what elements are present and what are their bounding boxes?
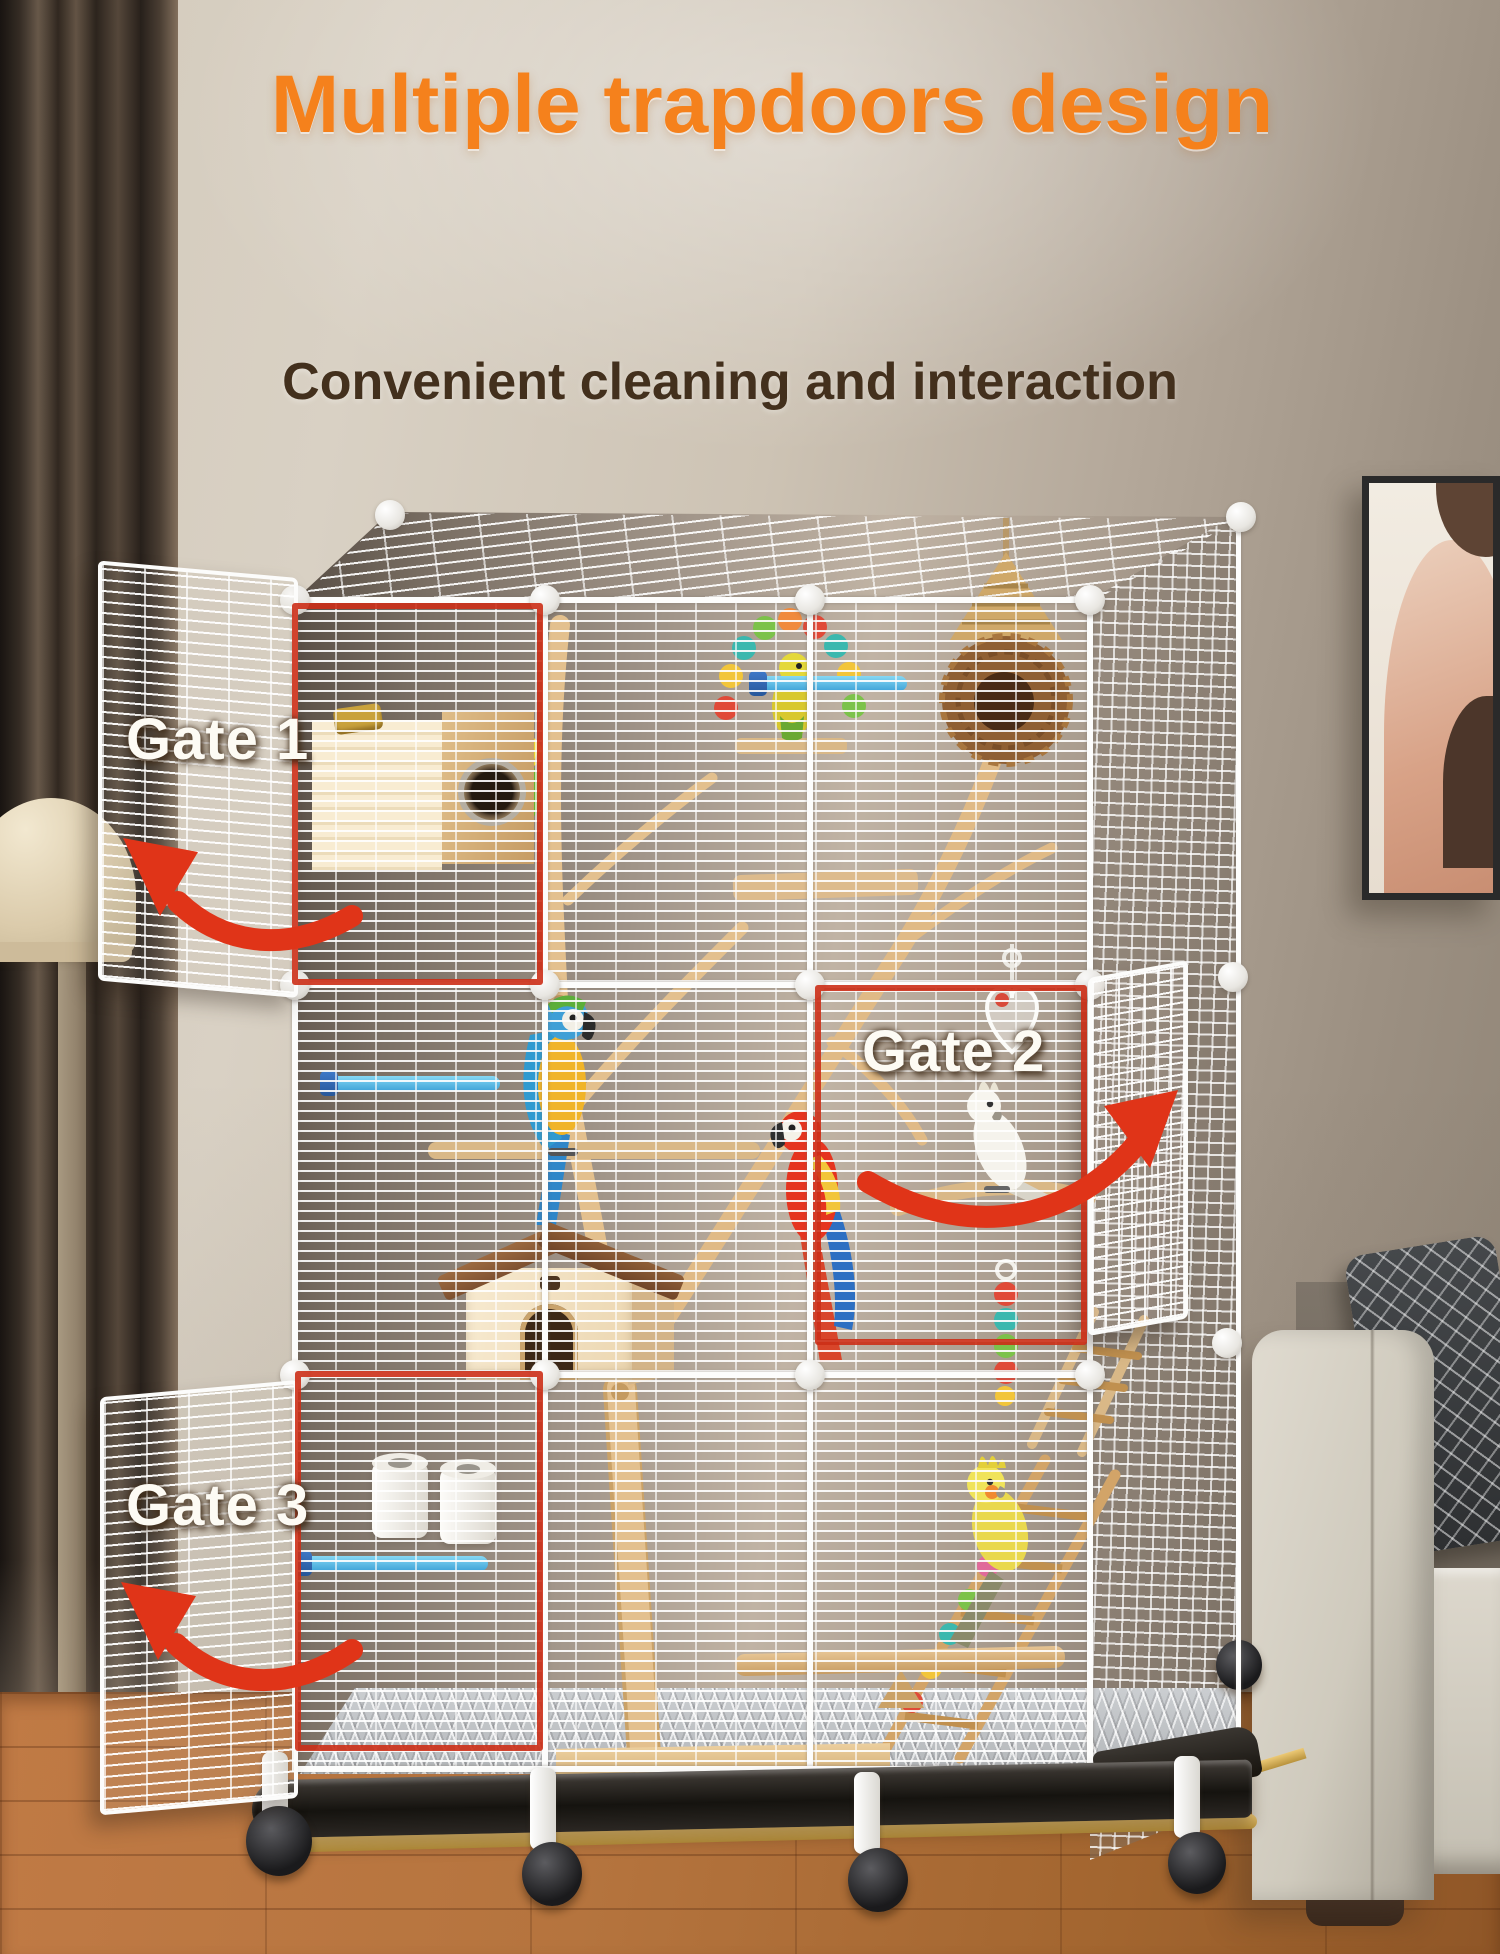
- gate-3-open-door: [100, 1380, 298, 1816]
- connector-ball: [1075, 1360, 1105, 1390]
- gate-3-outline: [295, 1371, 543, 1751]
- frame-bar-rear: [1236, 515, 1241, 1805]
- gate-2-open-door: [1088, 960, 1188, 1336]
- caster-wheel: [848, 1848, 908, 1912]
- gate-1-open-door: [98, 560, 298, 998]
- connector-ball: [1212, 1328, 1242, 1358]
- connector-ball: [1075, 585, 1105, 615]
- cage-foot: [1174, 1756, 1200, 1838]
- gate-1-outline: [292, 603, 543, 985]
- connector-ball: [1218, 962, 1248, 992]
- page-subtitle: Convenient cleaning and interaction: [282, 353, 1178, 411]
- blue-perch-middle: [320, 1071, 500, 1096]
- blue-perch-top: [749, 671, 907, 696]
- connector-ball: [1226, 502, 1256, 532]
- connector-ball: [795, 585, 825, 615]
- caster-wheel: [246, 1806, 312, 1876]
- caster-wheel: [1168, 1832, 1226, 1894]
- gate-3-label: Gate 3: [126, 1473, 310, 1538]
- lamp-pole: [58, 955, 86, 1725]
- framed-art: [1362, 476, 1500, 900]
- cage-foot: [854, 1772, 880, 1854]
- caster-wheel: [522, 1842, 582, 1906]
- cage-foot: [530, 1768, 556, 1850]
- frame-bar: [807, 600, 813, 1772]
- sofa-armrest: [1252, 1330, 1434, 1900]
- page-title: Multiple trapdoors design: [270, 59, 1274, 150]
- connector-ball: [375, 500, 405, 530]
- framed-art-canvas: [1369, 483, 1493, 893]
- gate-1-label: Gate 1: [126, 707, 310, 772]
- gate-2-label: Gate 2: [862, 1019, 1046, 1084]
- connector-ball: [795, 1360, 825, 1390]
- bird-house: [428, 1202, 690, 1385]
